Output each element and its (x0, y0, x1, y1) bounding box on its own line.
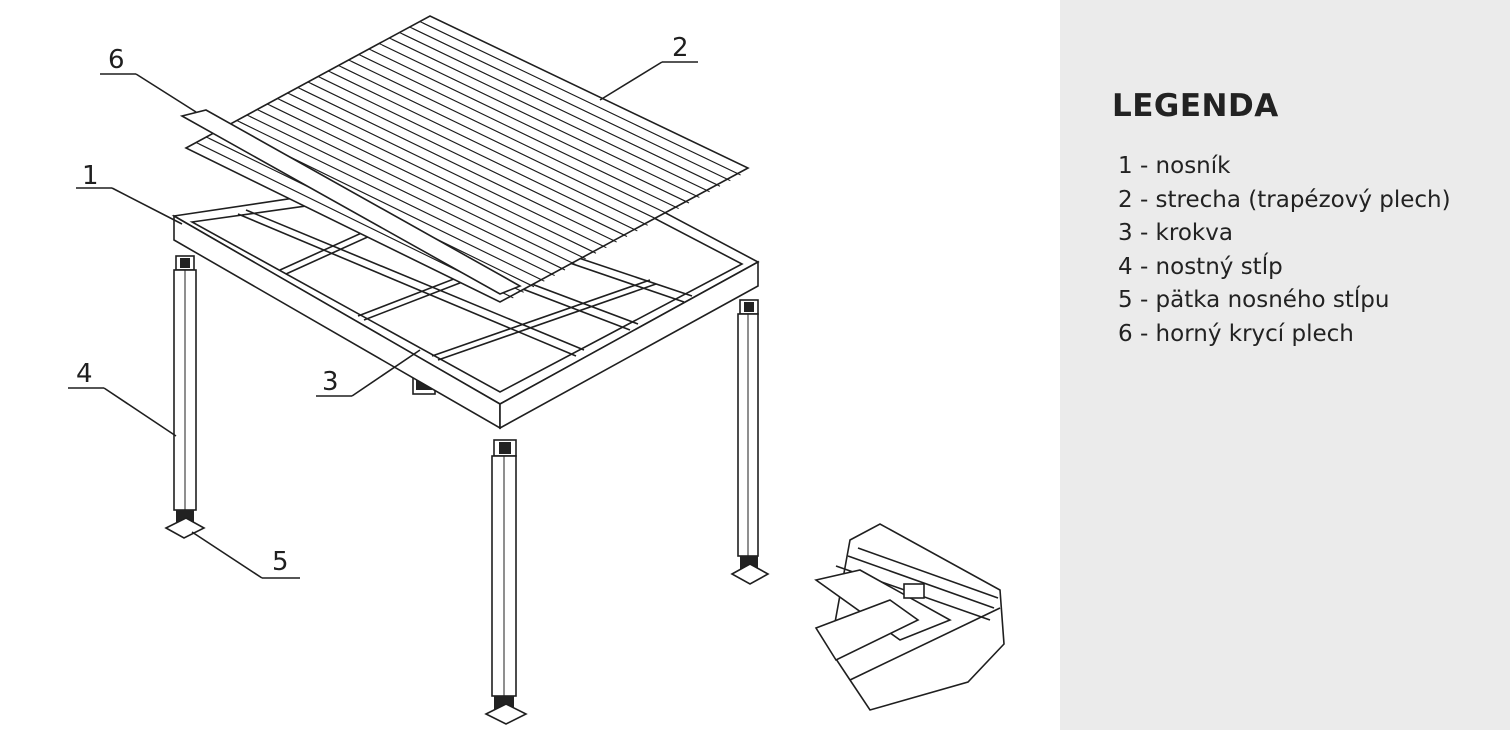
legend-item: 5 - pätka nosného stĺpu (1118, 287, 1390, 314)
roof-rib-line (249, 116, 566, 271)
roof-rib-line (310, 83, 628, 237)
legend-panel: LEGENDA 1 - nosník 2 - strecha (trapézov… (1060, 0, 1510, 730)
post-front-left (164, 255, 206, 539)
roof-rib-line (280, 99, 597, 254)
roof-rib-line (270, 105, 586, 260)
roof-rib-line (331, 72, 648, 226)
roof-rib-line (402, 33, 721, 187)
roof-rib-line (422, 22, 741, 176)
roof-rib-line (239, 121, 555, 277)
roof-rib-line (371, 50, 690, 204)
callout-5-label: 5 (272, 547, 289, 577)
callout-1-label: 1 (82, 161, 99, 191)
callout-4: 4 (68, 359, 177, 437)
callout-3-label: 3 (322, 367, 339, 397)
top-cover-sheet (179, 109, 522, 295)
callout-6: 6 (100, 45, 197, 113)
post-front-right (730, 299, 770, 585)
roof-ribs (195, 21, 741, 299)
callout-1: 1 (76, 161, 183, 225)
callout-3: 3 (316, 349, 421, 397)
roof-rib-line (341, 66, 659, 221)
legend-list: 1 - nosník 2 - strecha (trapézový plech)… (1118, 150, 1451, 352)
roof-rib-line (259, 110, 576, 265)
legend-item: 1 - nosník (1118, 153, 1231, 179)
roof-trapezoidal-sheet (179, 15, 750, 303)
roof-rib-line (361, 55, 679, 210)
roof-rib-line (320, 77, 638, 232)
callout-6-label: 6 (108, 45, 125, 75)
roof-rib-line (392, 39, 710, 193)
callout-5: 5 (191, 531, 300, 579)
post-front-center (484, 439, 528, 725)
roof-rib-line (381, 44, 700, 198)
legend-item: 2 - strecha (trapézový plech) (1118, 186, 1451, 213)
legend-item: 4 - nostný stĺp (1118, 253, 1283, 280)
pergola-isometric-drawing: 1 2 3 4 5 6 (68, 15, 1005, 725)
roof-rib-line (351, 61, 669, 215)
legend-item: 3 - krokva (1118, 220, 1233, 247)
roof-rib-line (290, 94, 607, 249)
roof-rib-line (412, 28, 731, 182)
callout-2: 2 (599, 33, 698, 101)
callout-4-label: 4 (76, 359, 93, 389)
roof-rib-line (300, 88, 617, 243)
detail-view (814, 523, 1005, 711)
legend-item: 6 - horný krycí plech (1118, 320, 1354, 347)
legend-title: LEGENDA (1112, 88, 1279, 124)
callout-2-label: 2 (672, 33, 689, 63)
